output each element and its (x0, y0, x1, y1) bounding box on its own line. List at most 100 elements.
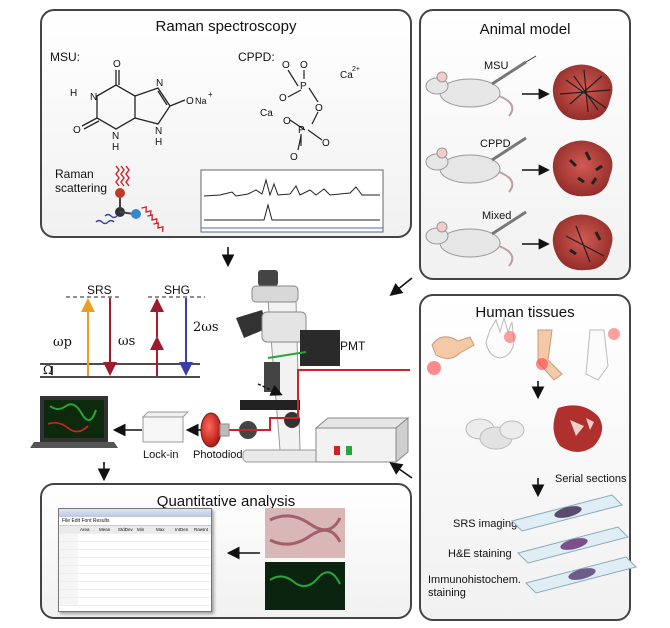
human-title: Human tissues (475, 304, 575, 321)
cppd-atoms: O O P Ca 2+ O O Ca O P O O (260, 60, 360, 163)
glass-slides (511, 494, 637, 594)
table-cell (59, 550, 78, 557)
animal-label-msu: MSU (484, 60, 509, 72)
col-header: RawInt (194, 527, 209, 532)
atom-label: + (208, 90, 213, 99)
atom-label: O (322, 138, 330, 149)
table-row (59, 542, 211, 550)
cppd-label: CPPD: (238, 50, 275, 64)
table-row (59, 558, 211, 566)
raman-title: Raman spectroscopy (155, 18, 297, 35)
results-window-titlebar (59, 509, 211, 517)
table-cell (59, 598, 78, 605)
pmt-label: PMT (340, 339, 366, 353)
tissue-mixed (552, 214, 613, 271)
atom-label: Na (195, 96, 207, 106)
photodiode-label: Photodiode (193, 449, 249, 461)
table-row (59, 598, 211, 606)
table-row (59, 590, 211, 598)
photodiode (200, 412, 230, 448)
table-row (59, 574, 211, 582)
atom-label: O (315, 103, 323, 114)
animal-title: Animal model (479, 21, 571, 38)
human-tissue-samples (465, 405, 603, 452)
atom-label: N (112, 131, 119, 142)
results-menu: File Edit Font Results (59, 517, 211, 526)
atom-label: O (300, 60, 308, 71)
two-omega-s-label: 2ωs (193, 320, 219, 335)
results-rows (59, 534, 211, 606)
lockin-label: Lock-in (143, 449, 179, 461)
cppd-structure (287, 69, 323, 151)
step-he-staining: H&E staining (448, 548, 512, 560)
col-header: Max (156, 527, 165, 532)
table-cell (59, 566, 78, 573)
msu-label: MSU: (50, 50, 80, 64)
atom-label: H (112, 142, 119, 153)
atom-label: O (283, 116, 291, 127)
raman-omega-label: Ω (43, 363, 53, 377)
atom-label: Ca (340, 70, 353, 81)
table-cell (59, 542, 78, 549)
atom-label: P (298, 125, 305, 136)
quant-title: Quantitative analysis (156, 493, 296, 510)
table-cell (59, 590, 78, 597)
atom-label: N (155, 126, 162, 137)
srs-label: SRS (87, 283, 112, 297)
atom-label: O (282, 60, 290, 71)
serial-sections-label: Serial sections (555, 473, 627, 485)
tissue-cppd (552, 140, 613, 197)
laser-beams (229, 351, 410, 431)
table-row (59, 582, 211, 590)
energy-diagram (40, 296, 205, 378)
shg-label: SHG (164, 283, 191, 297)
laptop (30, 396, 118, 448)
step-srs-imaging: SRS imaging (453, 518, 518, 530)
animal-label-cppd: CPPD (480, 138, 511, 150)
atom-label: O (290, 152, 298, 163)
col-header: Mean (99, 527, 111, 532)
atom-label: O (113, 59, 121, 70)
col-header: StdDev (118, 527, 133, 532)
omega-s-label: ωs (118, 334, 136, 349)
animal-label-mixed: Mixed (482, 210, 512, 222)
col-header: IntDen (175, 527, 189, 532)
mouse-icons (425, 55, 537, 267)
laser-box (314, 416, 410, 464)
table-cell (59, 574, 78, 581)
col-header: Min (137, 527, 145, 532)
micrographs (265, 508, 345, 610)
table-row (59, 550, 211, 558)
atom-label: N (90, 92, 97, 103)
table-cell (59, 534, 78, 541)
step-ihc-staining: Immunohistochem. staining (428, 574, 521, 599)
raman-spectrum (200, 169, 384, 233)
msu-atoms: O H N O N H N N H O Na + (70, 59, 213, 153)
mouse-cppd (425, 136, 527, 193)
results-header-row: Area Mean StdDev Min Max IntDen RawInt (59, 526, 211, 534)
atom-label: Ca (260, 108, 273, 119)
table-cell (59, 582, 78, 589)
atom-label: O (186, 96, 194, 107)
raman-scattering-icon (95, 165, 164, 232)
omega-p-label: ωp (53, 335, 72, 350)
lockin-amplifier (141, 411, 190, 443)
atom-label: O (73, 125, 81, 136)
atom-label: H (70, 88, 77, 99)
table-row (59, 566, 211, 574)
atom-label: O (279, 93, 287, 104)
atom-label: 2+ (352, 66, 360, 73)
atom-label: N (156, 78, 163, 89)
atom-label: H (155, 137, 162, 148)
mouse-msu (425, 55, 537, 117)
table-cell (59, 558, 78, 565)
tissue-msu (552, 64, 613, 121)
microscope (236, 270, 364, 463)
mouse-mixed (425, 210, 527, 267)
col-header: Area (80, 527, 90, 532)
table-row (59, 534, 211, 542)
joint-icons (427, 316, 620, 381)
msu-structure (81, 70, 186, 130)
results-window: File Edit Font Results Area Mean StdDev … (58, 508, 212, 612)
